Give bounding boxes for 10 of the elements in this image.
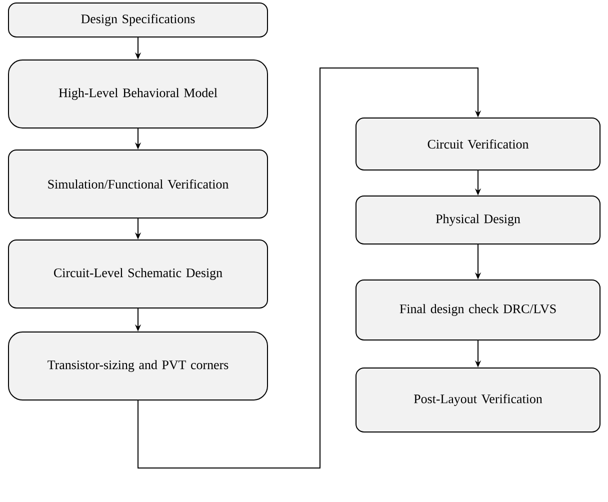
process-box: Physical Design	[356, 196, 600, 244]
process-box: Final design check DRC/LVS	[356, 280, 600, 340]
process-box: Circuit-Level Schematic Design	[8, 240, 268, 308]
process-box: High-Level Behavioral Model	[8, 60, 268, 128]
process-box: Simulation/Functional Verification	[8, 150, 268, 218]
process-box: Transistor-sizing and PVT corners	[8, 332, 268, 400]
process-box: Post-Layout Verification	[356, 368, 600, 432]
arrow	[138, 68, 482, 468]
process-box: Circuit Verification	[356, 118, 600, 170]
process-box: Design Specifications	[8, 2, 268, 38]
